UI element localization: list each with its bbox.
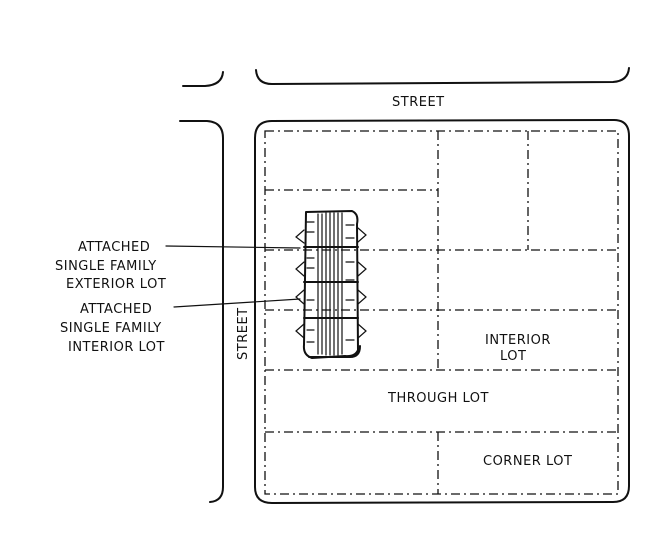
interior-lot-label-2: LOT <box>500 349 526 364</box>
unit-divisions <box>303 246 359 319</box>
leader-line-exterior <box>165 245 301 249</box>
attached-housing-row <box>295 210 367 359</box>
street-left-label: STREET <box>236 307 251 360</box>
attached-exterior-label-1: ATTACHED <box>78 240 150 255</box>
lot-lines <box>264 130 619 495</box>
building-shadow <box>308 345 361 358</box>
attached-interior-label-3: INTERIOR LOT <box>68 340 165 355</box>
building-outline <box>302 210 359 359</box>
block-outline <box>254 119 630 504</box>
front-steps <box>295 227 367 339</box>
through-lot-label: THROUGH LOT <box>387 391 489 406</box>
attached-exterior-label-3: EXTERIOR LOT <box>66 277 166 292</box>
interior-lot-label-1: INTERIOR <box>485 333 551 348</box>
attached-interior-label-1: ATTACHED <box>80 302 152 317</box>
corner-lot-label: CORNER LOT <box>483 454 572 469</box>
street-curbs <box>179 67 630 503</box>
roof-hatching <box>306 212 355 356</box>
attached-interior-label-2: SINGLE FAMILY <box>60 321 162 336</box>
lot-boundary <box>264 130 619 495</box>
top-left-curb <box>182 71 224 87</box>
top-curb <box>255 67 630 85</box>
street-top-label: STREET <box>392 95 445 110</box>
attached-exterior-label-2: SINGLE FAMILY <box>55 259 157 274</box>
leader-line-interior <box>173 298 301 308</box>
left-curb <box>179 120 224 503</box>
